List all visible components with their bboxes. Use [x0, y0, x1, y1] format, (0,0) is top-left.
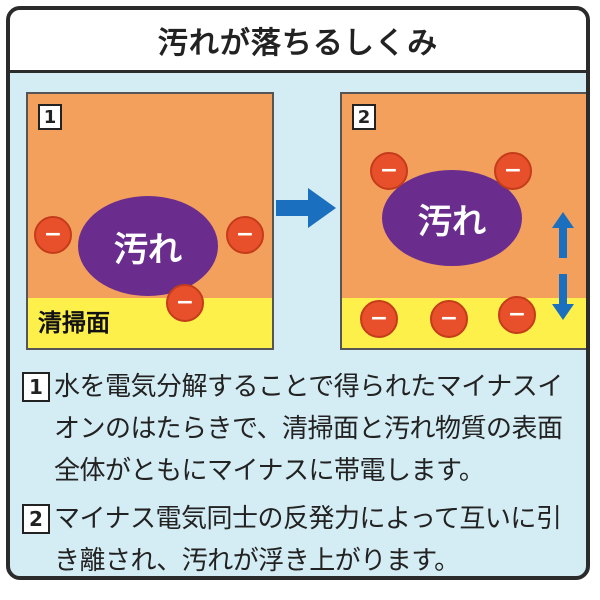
minus-charge: −: [370, 152, 408, 190]
step-badge-1: 1: [22, 372, 50, 402]
minus-sign: −: [379, 158, 399, 183]
dirt-label: 汚れ: [114, 229, 182, 270]
arrow-down-icon: [552, 274, 574, 320]
minus-sign: −: [43, 222, 63, 247]
surface-label: 清掃面: [38, 309, 110, 337]
minus-charge: −: [226, 216, 264, 254]
title-bar: 汚れが落ちるしくみ: [10, 10, 586, 73]
step-number-1: 1: [38, 104, 62, 130]
minus-sign: −: [503, 158, 523, 183]
minus-charge: −: [494, 152, 532, 190]
description-text-2: マイナス電気同士の反発力によって互いに引き離され、汚れが浮き上がります。: [54, 504, 562, 576]
description-text-1: 水を電気分解することで得られたマイナスイオンのはたらきで、清掃面と汚れ物質の表面…: [54, 372, 563, 486]
minus-charge: −: [34, 216, 72, 254]
step-badge-2: 2: [22, 504, 50, 534]
panel-step-1: 1 清掃面 汚れ − − −: [26, 92, 274, 350]
minus-sign: −: [507, 302, 527, 327]
diagram-card: 汚れが落ちるしくみ 1 清掃面 汚れ − − − 2 汚れ − − − − −: [6, 6, 590, 580]
cleaning-surface: [28, 298, 272, 348]
minus-sign: −: [369, 306, 389, 331]
arrow-up-icon: [552, 212, 574, 258]
description-item-2: 2 マイナス電気同士の反発力によって互いに引き離され、汚れが浮き上がります。: [22, 498, 582, 576]
dirt-blob: 汚れ: [382, 170, 522, 266]
description-list: 1 水を電気分解することで得られたマイナスイオンのはたらきで、清掃面と汚れ物質の…: [22, 366, 582, 576]
minus-sign: −: [235, 222, 255, 247]
minus-charge: −: [498, 296, 536, 334]
minus-charge: −: [360, 300, 398, 338]
minus-sign: −: [175, 290, 195, 315]
minus-charge: −: [430, 300, 468, 338]
dirt-blob: 汚れ: [78, 196, 218, 296]
step-number-2: 2: [352, 104, 376, 130]
minus-charge: −: [166, 284, 204, 322]
arrow-right-icon: [276, 188, 336, 228]
minus-sign: −: [439, 306, 459, 331]
panel-step-2: 2 汚れ − − − − −: [340, 92, 586, 350]
dirt-label: 汚れ: [418, 201, 486, 242]
page-title: 汚れが落ちるしくみ: [157, 26, 439, 61]
description-item-1: 1 水を電気分解することで得られたマイナスイオンのはたらきで、清掃面と汚れ物質の…: [22, 366, 582, 492]
